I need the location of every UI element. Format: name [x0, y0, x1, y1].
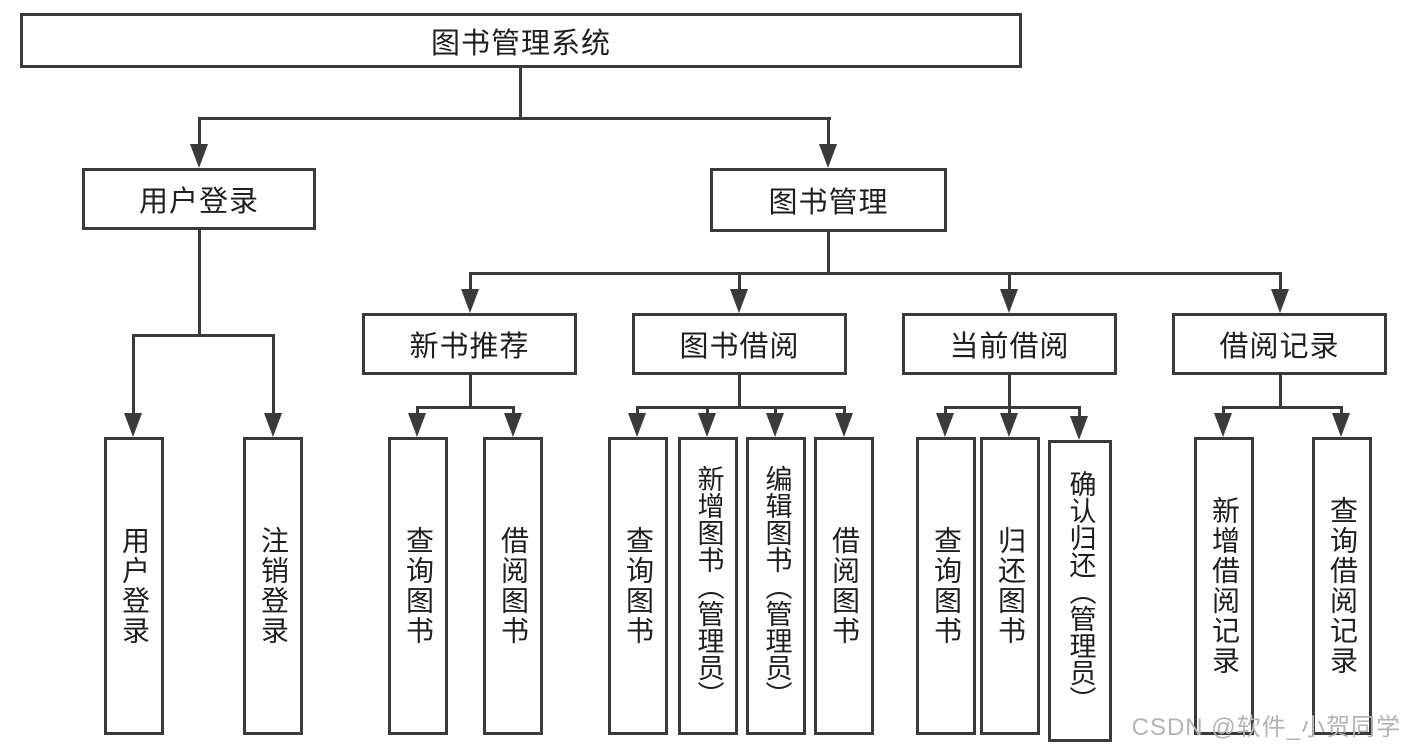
node-borrow-records: 借阅记录 — [1172, 313, 1387, 375]
arrow-down-icon — [1070, 416, 1088, 440]
node-user-login-label: 用户登录 — [138, 186, 259, 218]
line — [774, 406, 777, 418]
leaf-nb-query-books: 查询图书 — [388, 437, 448, 735]
line — [636, 406, 846, 409]
arrow-down-icon — [698, 413, 716, 437]
line — [469, 375, 472, 409]
leaf-cb-confirm-return-admin-label: 确认归还（管理员） — [1065, 469, 1096, 713]
arrow-down-icon — [190, 144, 208, 168]
line — [1340, 406, 1343, 418]
arrow-down-icon — [504, 413, 522, 437]
leaf-bb-borrow-books-label: 借阅图书 — [829, 526, 860, 646]
line — [512, 406, 515, 418]
leaf-cb-confirm-return-admin: 确认归还（管理员） — [1048, 440, 1112, 742]
arrow-down-icon — [1000, 413, 1018, 437]
node-root-label: 图书管理系统 — [430, 27, 611, 60]
line — [1008, 406, 1011, 418]
leaf-cb-query-books-label: 查询图书 — [931, 526, 962, 646]
leaf-bb-add-books-admin-label: 新增图书（管理员） — [693, 464, 724, 708]
line — [198, 230, 201, 337]
node-book-borrowing-label: 图书借阅 — [679, 331, 800, 363]
arrow-down-icon — [461, 289, 479, 313]
leaf-bb-query-books: 查询图书 — [608, 437, 668, 735]
leaf-logout: 注销登录 — [243, 437, 303, 735]
leaf-bb-edit-books-admin: 编辑图书（管理员） — [746, 437, 806, 735]
arrow-down-icon — [124, 413, 142, 437]
node-new-book-recommend-label: 新书推荐 — [409, 331, 530, 363]
line — [519, 68, 522, 120]
line — [469, 272, 472, 294]
line — [132, 334, 275, 337]
leaf-cb-query-books: 查询图书 — [916, 437, 976, 735]
line — [1279, 375, 1282, 409]
line — [272, 334, 275, 416]
arrow-down-icon — [1000, 289, 1018, 313]
arrow-down-icon — [730, 289, 748, 313]
leaf-nb-borrow-books: 借阅图书 — [483, 437, 543, 735]
line — [1008, 272, 1011, 294]
node-new-book-recommend: 新书推荐 — [362, 313, 577, 375]
leaf-br-query-record-label: 查询借阅记录 — [1327, 496, 1358, 676]
leaf-user-login-label: 用户登录 — [119, 526, 150, 646]
line — [416, 406, 419, 418]
line — [636, 406, 639, 418]
leaf-br-query-record: 查询借阅记录 — [1312, 437, 1372, 735]
node-current-borrowing-label: 当前借阅 — [949, 331, 1070, 363]
line — [132, 334, 135, 416]
leaf-user-login: 用户登录 — [104, 437, 164, 735]
line — [469, 272, 1282, 275]
leaf-bb-add-books-admin: 新增图书（管理员） — [678, 437, 738, 735]
arrow-down-icon — [936, 413, 954, 437]
line — [1078, 406, 1081, 418]
line — [706, 406, 709, 418]
leaf-cb-return-books-label: 归还图书 — [995, 526, 1026, 646]
arrow-down-icon — [1214, 413, 1232, 437]
line — [738, 375, 741, 409]
line — [198, 117, 831, 120]
csdn-watermark: CSDN @软件_小贺同学 — [1131, 714, 1401, 741]
node-book-borrowing: 图书借阅 — [632, 313, 847, 375]
line — [827, 232, 830, 275]
arrow-down-icon — [408, 413, 426, 437]
leaf-nb-borrow-books-label: 借阅图书 — [498, 526, 529, 646]
line — [1222, 406, 1225, 418]
arrow-down-icon — [628, 413, 646, 437]
arrow-down-icon — [264, 413, 282, 437]
node-book-management-label: 图书管理 — [768, 187, 889, 219]
node-user-login: 用户登录 — [82, 168, 316, 230]
node-root: 图书管理系统 — [20, 13, 1022, 68]
node-current-borrowing: 当前借阅 — [902, 313, 1117, 375]
arrow-down-icon — [1332, 413, 1350, 437]
arrow-down-icon — [819, 144, 837, 168]
line — [944, 406, 1081, 409]
leaf-bb-query-books-label: 查询图书 — [623, 526, 654, 646]
line — [1008, 375, 1011, 409]
line — [1222, 406, 1343, 409]
leaf-br-add-record: 新增借阅记录 — [1194, 437, 1254, 735]
line — [416, 406, 515, 409]
arrow-down-icon — [835, 413, 853, 437]
node-borrow-records-label: 借阅记录 — [1219, 331, 1340, 363]
leaf-logout-label: 注销登录 — [258, 526, 289, 646]
leaf-cb-return-books: 归还图书 — [980, 437, 1040, 735]
leaf-bb-borrow-books: 借阅图书 — [814, 437, 874, 735]
leaf-nb-query-books-label: 查询图书 — [403, 526, 434, 646]
node-book-management: 图书管理 — [710, 168, 947, 232]
line — [827, 117, 830, 150]
line — [1279, 272, 1282, 294]
line — [843, 406, 846, 418]
line — [944, 406, 947, 418]
arrow-down-icon — [1271, 289, 1289, 313]
line — [198, 117, 201, 150]
arrow-down-icon — [766, 413, 784, 437]
leaf-bb-edit-books-admin-label: 编辑图书（管理员） — [761, 464, 792, 708]
leaf-br-add-record-label: 新增借阅记录 — [1209, 496, 1240, 676]
line — [738, 272, 741, 294]
